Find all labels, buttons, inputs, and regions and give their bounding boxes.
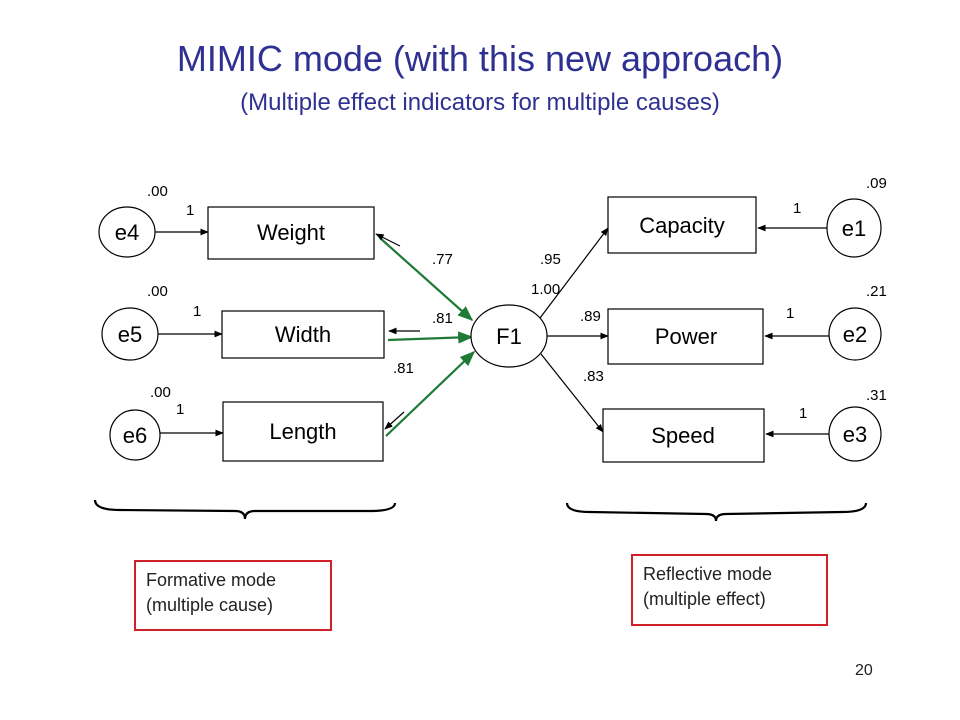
page-number: 20 [855,662,873,679]
formative-mode-note: Formative mode (multiple cause) [134,560,332,631]
back-arrow-weight [375,233,401,247]
path-coef-e1: 1 [793,200,801,217]
variance-e1: .09 [866,175,887,192]
fixed-loading: 1.00 [531,281,560,298]
loading-weight: .77 [432,251,453,268]
indicator-box-speed [602,408,765,463]
error-node-e1 [826,198,882,258]
indicator-label-length: Length [269,419,336,444]
path-coef-e3: 1 [799,405,807,422]
path-coef-e2: 1 [786,305,794,322]
formative-block: e4 .00 1 Weight e5 .00 1 Width e6 .00 1 … [98,183,385,462]
indicator-box-weight [207,206,375,260]
error-node-e3 [828,406,882,462]
formative-paths: .77 .81 .81 [375,233,476,437]
reflective-mode-note: Reflective mode (multiple effect) [631,554,828,626]
indicator-box-capacity [607,196,757,254]
loading-width: .81 [432,310,453,327]
formative-path-length [385,350,476,437]
reflective-block: Capacity e1 .09 1 Power e2 .21 1 Speed e… [602,175,887,463]
error-label-e1: e1 [842,216,866,241]
error-label-e6: e6 [123,423,147,448]
loading-speed: .83 [583,368,604,385]
reflective-note-line2: (multiple effect) [643,589,766,609]
variance-e2: .21 [866,283,887,300]
formative-note-line2: (multiple cause) [146,595,274,615]
reflective-path-capacity [539,227,609,319]
slide-subtitle: (Multiple effect indicators for multiple… [240,89,720,116]
reflective-note-line1: Reflective mode [643,564,773,584]
error-label-e3: e3 [843,422,867,447]
brace-formative [93,499,397,520]
error-node-e2 [828,307,882,361]
reflective-path-speed [540,353,604,433]
error-label-e2: e2 [843,322,867,347]
error-node-e6 [109,409,161,461]
indicator-label-speed: Speed [651,423,715,448]
error-label-e4: e4 [115,220,139,245]
reflective-paths: .95 1.00 .89 .83 [531,227,609,433]
error-label-e5: e5 [118,322,142,347]
indicator-box-width [221,310,385,359]
indicator-label-capacity: Capacity [639,213,725,238]
path-coef-e5: 1 [193,303,201,320]
loading-length: .81 [393,360,414,377]
indicator-box-power [607,308,764,365]
formative-path-width [387,331,474,344]
variance-e3: .31 [866,387,887,404]
latent-label-f1: F1 [496,324,522,349]
indicator-label-weight: Weight [257,220,325,245]
brace-reflective [565,502,868,522]
variance-e6: .00 [150,384,171,401]
variance-e4: .00 [147,183,168,200]
slide-title: MIMIC mode (with this new approach) [176,38,784,79]
indicator-box-length [222,401,384,462]
path-coef-e6: 1 [176,401,184,418]
variance-e5: .00 [147,283,168,300]
back-arrow-length [384,411,405,430]
loading-power: .89 [580,308,601,325]
indicator-label-power: Power [655,324,717,349]
indicator-label-width: Width [275,322,331,347]
formative-path-weight [379,237,474,322]
path-coef-e4: 1 [186,202,194,219]
loading-capacity: .95 [540,251,561,268]
formative-note-line1: Formative mode [146,570,277,590]
